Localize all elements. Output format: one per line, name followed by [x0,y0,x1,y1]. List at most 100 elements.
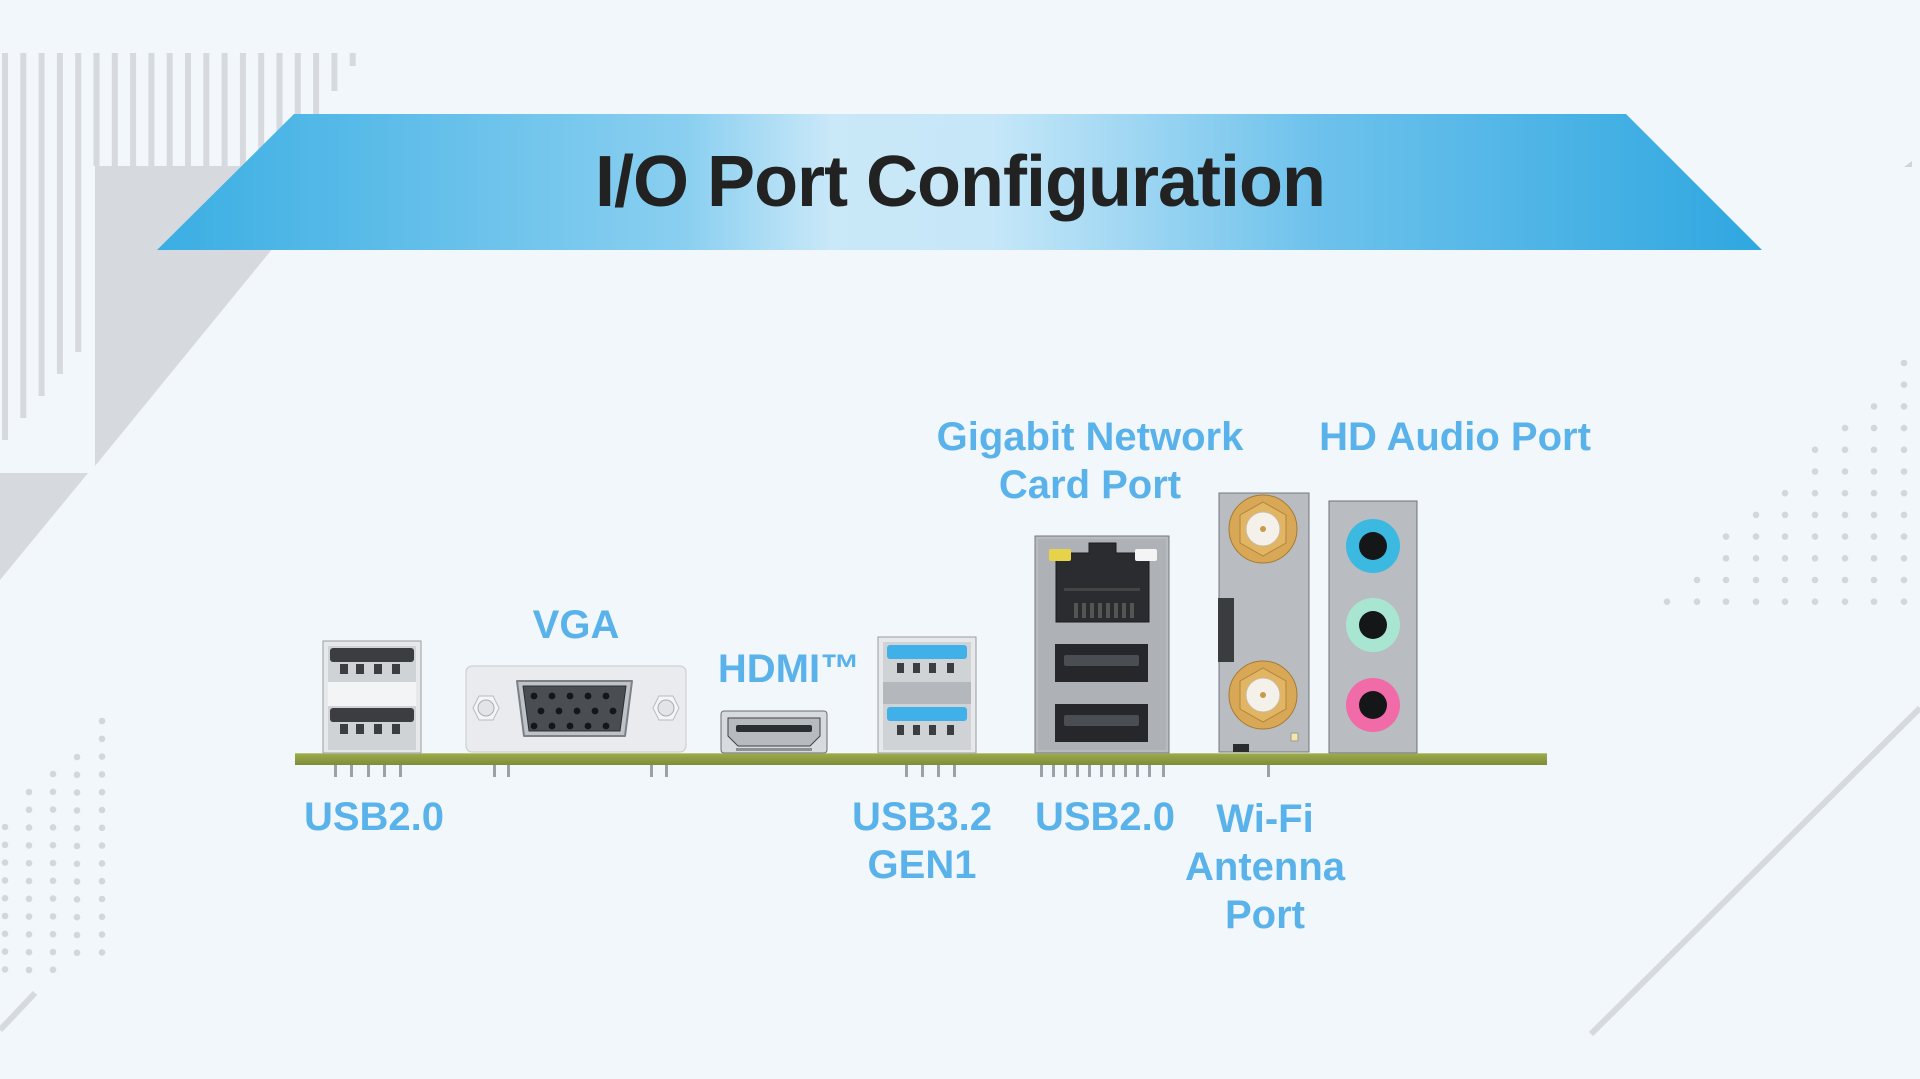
decorative-dot [1870,446,1878,454]
pcb-pin [905,765,908,777]
label-usb32: USB3.2 GEN1 [851,795,993,887]
decorative-dot [1900,359,1908,367]
vga-pin-hole [530,692,538,700]
decorative-dot [1900,424,1908,432]
decorative-dot [1781,533,1789,540]
decorative-dot [1841,424,1849,432]
decorative-dot [1900,511,1908,519]
vga-pin-hole [537,707,545,715]
decorative-dot [98,877,106,885]
decorative-dot [1752,511,1760,519]
decorative-dot [1693,576,1701,584]
vga-pin-hole [602,692,610,700]
vga-pin-hole [566,692,574,700]
pcb-pin [665,765,668,777]
decorative-stripe [276,53,283,166]
decorative-dot [1722,533,1730,540]
pcb-pin [921,765,924,777]
vga-pin-hole [530,722,538,730]
decorative-dot [25,913,33,920]
vga-pin-hole [555,707,563,715]
decorative-dot [25,966,33,974]
decorative-dot [25,806,33,814]
vga-pin-hole [609,707,617,715]
decorative-stripe [239,53,246,166]
decorative-dot [25,859,33,867]
decorative-dot [98,717,106,725]
pcb-pin [953,765,956,777]
decorative-stripe [258,53,265,166]
decorative-dot [1900,468,1908,475]
decorative-dot [1870,511,1878,519]
decorative-dot [1811,555,1819,562]
decorative-dot [1781,555,1789,562]
decorative-dot [25,948,33,956]
decorative-stripe [349,53,356,66]
decorative-dot [1811,533,1819,540]
decorative-dot [49,877,57,885]
pcb-pin [1112,765,1115,777]
pcb-pin [383,765,386,777]
decorative-dot [1841,576,1849,584]
decorative-dot [73,878,81,885]
decorative-dot [1811,468,1819,475]
decorative-stripe [38,53,45,396]
decorative-dot [1841,468,1849,475]
vga-pin-hole [548,692,556,700]
page-title: I/O Port Configuration [595,142,1326,222]
pcb-pin [1076,765,1079,777]
pcb-pin [334,765,337,777]
decorative-dot [1900,489,1908,497]
lan-activity-led [1049,549,1071,561]
decorative-dot [98,931,106,938]
pcb-pin [507,765,510,777]
vga-pin-hole [566,722,574,730]
decorative-dot [1,894,9,902]
decorative-dot [73,860,81,868]
decorative-tiny-triangle [1904,161,1912,167]
vga-pin-hole [602,722,610,730]
decorative-dot [1,948,9,955]
decorative-dot [25,895,33,903]
decorative-dot [98,842,106,849]
decorative-dot [1811,489,1819,497]
decorative-dot [25,877,33,885]
pcb-pin [650,765,653,777]
decorative-dot [73,771,81,779]
decorative-dot [98,860,106,867]
decorative-dot [1900,446,1908,454]
decorative-stripe [313,53,320,116]
decorative-dot [1752,555,1760,562]
decorative-dot [49,859,57,867]
decorative-dot [25,788,33,796]
decorative-diagonal-left [0,990,38,1033]
pcb-pin [1088,765,1091,777]
decorative-dot [25,824,33,831]
decorative-dot [1870,598,1878,605]
pcb-pin [1267,765,1270,777]
pcb-pin [1040,765,1043,777]
wifi-antenna-port [1218,492,1310,753]
pcb-pin [1124,765,1127,777]
vga-pin-hole [591,707,599,715]
decorative-dot [25,931,33,938]
decorative-dot [1870,576,1878,584]
decorative-dot [1841,533,1849,540]
decorative-dot [73,789,81,796]
hdmi-port [720,710,828,754]
vga-pin-hole [548,722,556,730]
decorative-dot [98,788,106,796]
decorative-dot [1752,533,1760,540]
decorative-dot [1811,446,1819,454]
decorative-dot [1811,511,1819,519]
label-lan: Gigabit Network Card Port [936,415,1244,507]
decorative-dot [1,877,9,884]
decorative-dot [1781,598,1789,605]
decorative-dot [1693,598,1701,605]
decorative-dot [98,735,106,743]
decorative-dot [98,806,106,814]
vga-pin-hole [584,692,592,700]
decorative-dot [73,842,81,850]
pcb-pin [367,765,370,777]
decorative-dot [1841,489,1849,497]
